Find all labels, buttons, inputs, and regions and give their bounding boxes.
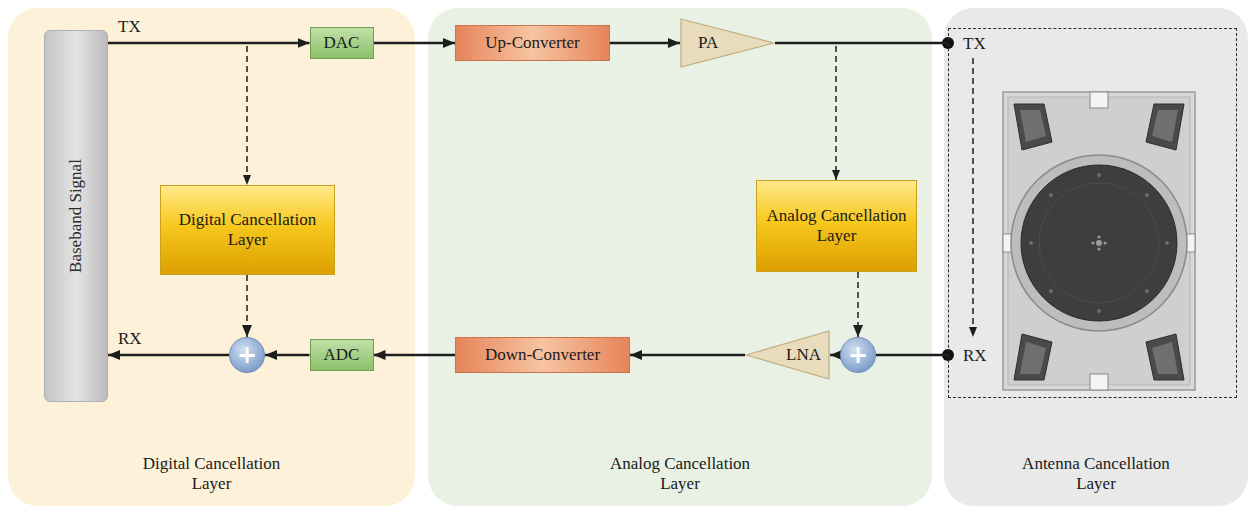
tap-line bbox=[246, 46, 248, 185]
node-label: LNA bbox=[786, 345, 821, 365]
converter-box: DAC bbox=[310, 27, 374, 59]
converter-box: ADC bbox=[310, 339, 374, 371]
signal-bar: Baseband Signal bbox=[44, 30, 108, 402]
amplifier-shape bbox=[681, 19, 774, 67]
node-label: Baseband Signal bbox=[66, 159, 86, 273]
node-label: ADC bbox=[318, 345, 366, 365]
layer-panel: Antenna Cancellation Layer TX RX bbox=[944, 8, 1248, 506]
signal-line bbox=[374, 42, 456, 45]
signal-line bbox=[630, 354, 745, 357]
signal-line bbox=[775, 42, 948, 45]
node-label: TX bbox=[963, 34, 986, 54]
layer-panel: Analog Cancellation Layer Up-Converter PA A… bbox=[428, 8, 932, 506]
tap-line bbox=[835, 46, 837, 180]
node-label: + bbox=[848, 343, 868, 367]
layer-title: Digital Cancellation Layer bbox=[127, 454, 297, 494]
amplifier-shape bbox=[746, 331, 829, 379]
layer-panel: Digital Cancellation Layer Baseband Signa… bbox=[8, 8, 415, 506]
sum-node: + bbox=[229, 337, 265, 373]
node-label: Analog Cancellation Layer bbox=[757, 206, 916, 246]
signal-line bbox=[876, 354, 948, 357]
signal-line bbox=[108, 354, 229, 357]
layer-title: Antenna Cancellation Layer bbox=[1011, 454, 1181, 494]
cancellation-path bbox=[857, 272, 859, 337]
panel-ground bbox=[8, 8, 415, 506]
signal-line bbox=[265, 354, 310, 357]
antenna-photo bbox=[1003, 92, 1195, 390]
cancellation-box: Analog Cancellation Layer bbox=[756, 180, 917, 272]
amplifier-triangle: PA bbox=[680, 18, 775, 68]
signal-name: TX bbox=[118, 17, 141, 37]
signal-line bbox=[610, 42, 680, 45]
cancellation-box: Digital Cancellation Layer bbox=[160, 185, 335, 275]
node-label: + bbox=[237, 343, 257, 367]
node-label: Digital Cancellation Layer bbox=[161, 210, 334, 250]
node-label: Down-Converter bbox=[479, 345, 606, 365]
node-label: RX bbox=[963, 346, 987, 366]
signal-name: RX bbox=[118, 329, 142, 349]
signal-line bbox=[108, 42, 310, 45]
node-label: DAC bbox=[318, 33, 366, 53]
signal-line bbox=[374, 354, 456, 357]
coupling-line bbox=[972, 58, 974, 337]
amplifier-triangle: LNA bbox=[745, 330, 830, 380]
mixer-box: Down-Converter bbox=[455, 337, 630, 373]
panel-ground bbox=[944, 8, 1248, 506]
node-label: Up-Converter bbox=[479, 33, 585, 53]
layer-title: Analog Cancellation Layer bbox=[595, 454, 765, 494]
triangle-outline bbox=[680, 18, 775, 68]
signal-line bbox=[830, 354, 840, 357]
node-label: PA bbox=[698, 33, 718, 53]
sum-node: + bbox=[840, 337, 876, 373]
cancellation-path bbox=[246, 275, 248, 337]
mixer-box: Up-Converter bbox=[455, 25, 610, 61]
antenna-frame: TX RX bbox=[948, 28, 1237, 398]
panel-ground bbox=[428, 8, 932, 506]
